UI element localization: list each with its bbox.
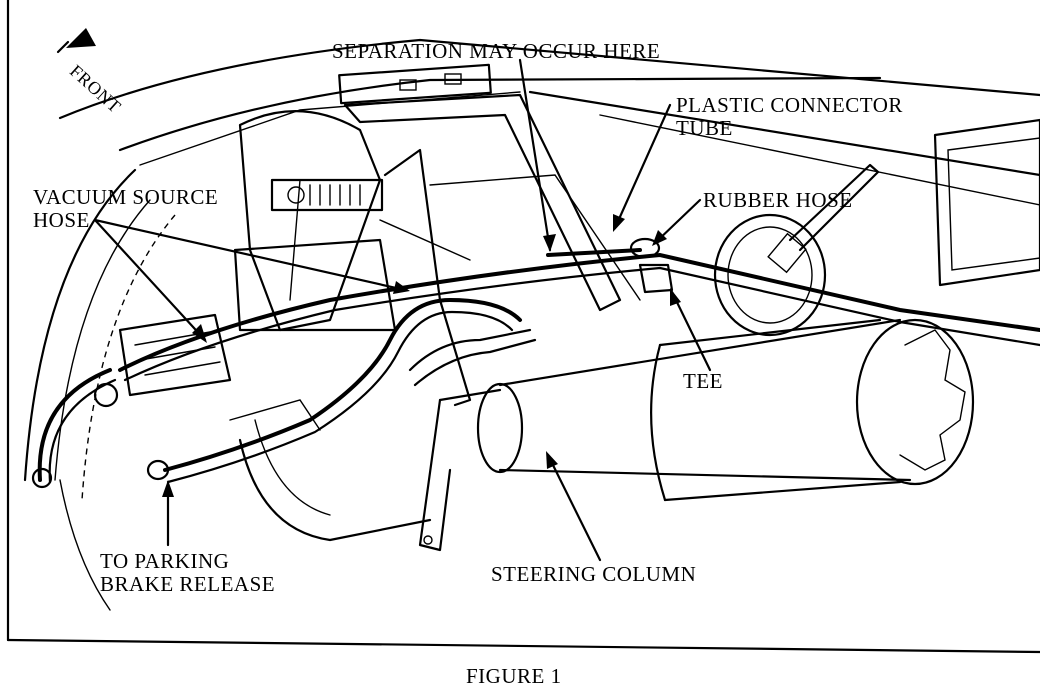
parking-brake-label-1: TO PARKING (100, 549, 230, 573)
tee-label: TEE (683, 369, 723, 393)
brake-pedal-area (229, 399, 432, 542)
figure-caption: FIGURE 1 (466, 664, 562, 688)
dashboard-outline (58, 38, 1040, 287)
wheel-well (23, 168, 176, 611)
rubber-hose-and-tee (546, 237, 674, 294)
rubber-hose-label: RUBBER HOSE (703, 188, 853, 212)
vacuum-source-label-2: HOSE (33, 208, 90, 232)
steering-column-shape (418, 318, 975, 552)
plastic-connector-label-1: PLASTIC CONNECTOR (676, 93, 903, 117)
vacuum-source-label-1: VACUUM SOURCE (33, 185, 219, 209)
parking-brake-label-2: BRAKE RELEASE (100, 572, 276, 596)
figure-frame (6, 0, 1040, 654)
leader-lines (56, 28, 712, 562)
vacuum-hoses (31, 252, 1040, 489)
heater-duct (233, 110, 397, 332)
support-bracket (343, 93, 641, 407)
vacuum-cylinder (713, 163, 880, 337)
steering-column-label: STEERING COLUMN (491, 562, 697, 586)
plastic-connector-label-2: TUBE (676, 116, 733, 140)
hose-bracket (93, 313, 232, 408)
separation-label: SEPARATION MAY OCCUR HERE (332, 39, 661, 63)
